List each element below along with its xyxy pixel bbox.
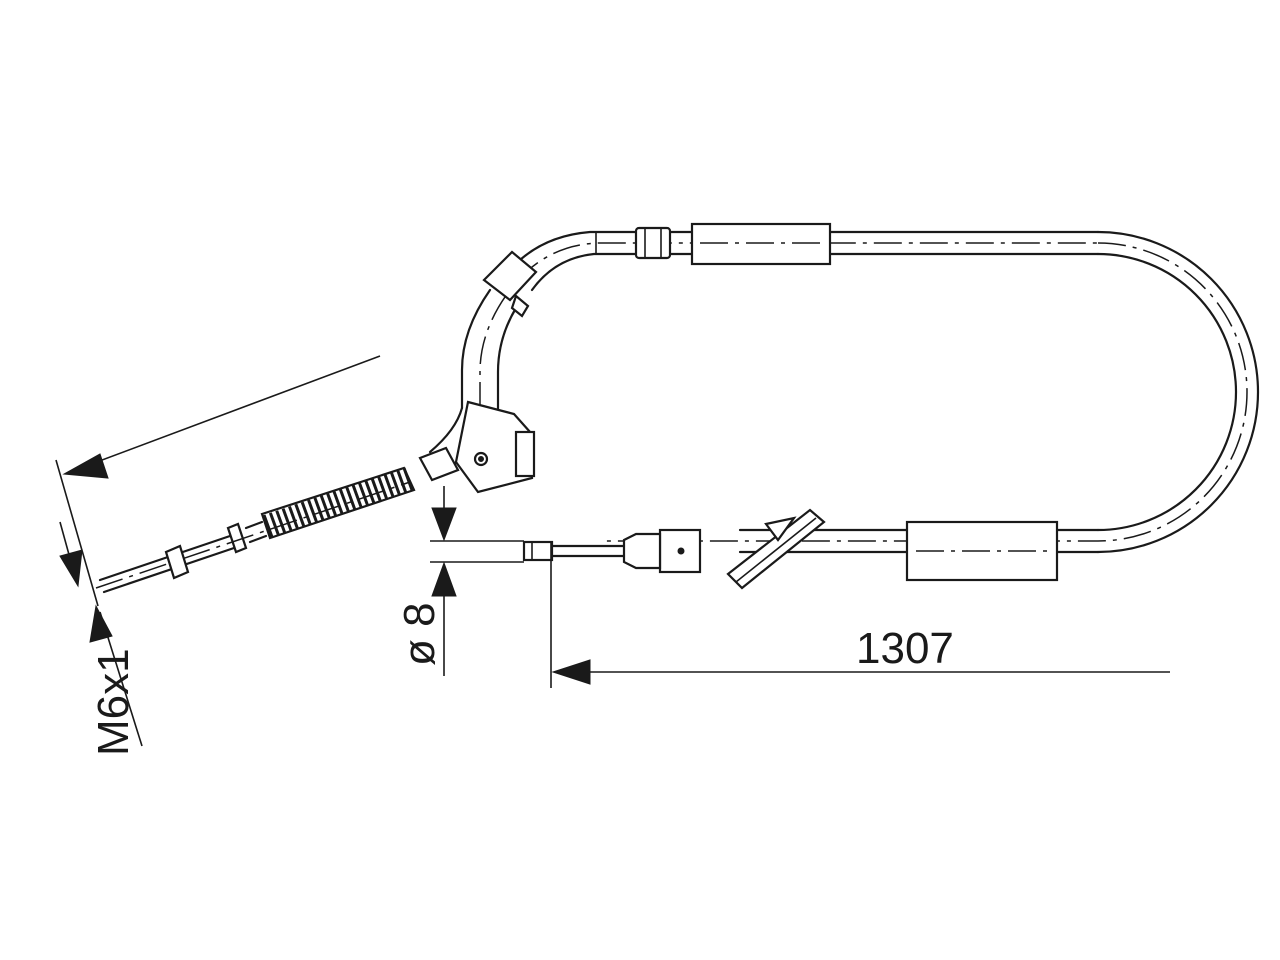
spring-coil <box>370 478 382 502</box>
diameter-label: ø 8 <box>395 602 444 666</box>
spring-coil <box>268 512 280 536</box>
cable-centerline <box>479 242 1248 542</box>
diameter-dimension: ø 8 <box>395 486 524 676</box>
spring-coil <box>319 495 331 519</box>
spring-coil <box>275 510 287 534</box>
length-label: 1307 <box>856 624 954 673</box>
bend-clip <box>482 250 538 318</box>
cable-sheath <box>460 230 1260 554</box>
spring-coils <box>262 467 414 538</box>
spring-coil <box>345 486 357 510</box>
spring-coil <box>396 469 408 493</box>
spring-coil <box>294 503 306 527</box>
threaded-end <box>95 466 416 594</box>
spring-coil <box>313 497 325 521</box>
spring-coil <box>358 482 369 506</box>
spring-coil <box>383 473 395 497</box>
lower-end <box>522 508 1059 590</box>
spring-coil <box>332 490 344 515</box>
spring-coil <box>326 493 338 517</box>
spring-coil <box>402 467 414 491</box>
elbow-bracket <box>418 400 536 494</box>
spring-coil <box>281 508 293 532</box>
spring-coil <box>389 471 401 495</box>
spring-coil <box>288 505 299 529</box>
spring-coil <box>351 484 363 508</box>
thread-label: M6x1 <box>89 648 138 756</box>
thread-dimension: M6x1 <box>55 459 143 756</box>
overall-dimension-arrow <box>62 355 381 479</box>
spring-coil <box>262 514 274 538</box>
upper-sleeve <box>690 222 832 266</box>
spring-coil <box>300 501 312 525</box>
length-dimension: 1307 <box>550 542 1170 688</box>
spring-coil <box>338 488 350 512</box>
spring-coil <box>307 499 318 523</box>
upper-nut <box>634 226 672 260</box>
spring-coil <box>377 476 388 500</box>
spring-coil <box>364 480 376 504</box>
